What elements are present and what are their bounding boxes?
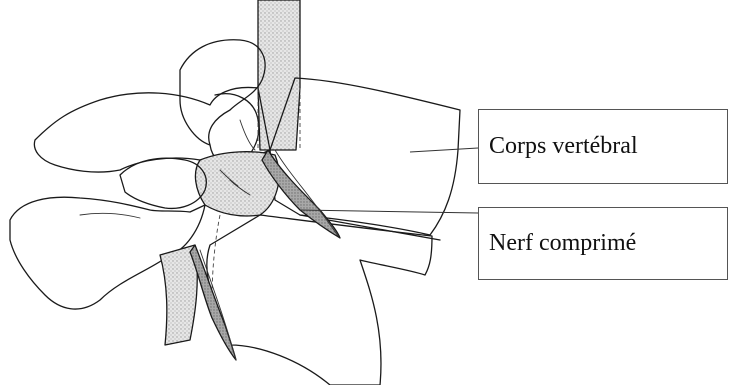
label-corps-vertebral: Corps vertébral	[478, 109, 728, 184]
leader-line-nerf	[300, 210, 478, 213]
lower-facet	[120, 158, 206, 208]
label-nerf-comprime: Nerf comprimé	[478, 207, 728, 280]
label-corps-vertebral-text: Corps vertébral	[489, 133, 638, 160]
lower-nerve	[190, 245, 236, 360]
lower-vertebral-body	[207, 215, 432, 385]
lower-cord	[160, 245, 197, 345]
leader-line-corps	[410, 148, 478, 152]
label-nerf-comprime-text: Nerf comprimé	[489, 230, 636, 257]
